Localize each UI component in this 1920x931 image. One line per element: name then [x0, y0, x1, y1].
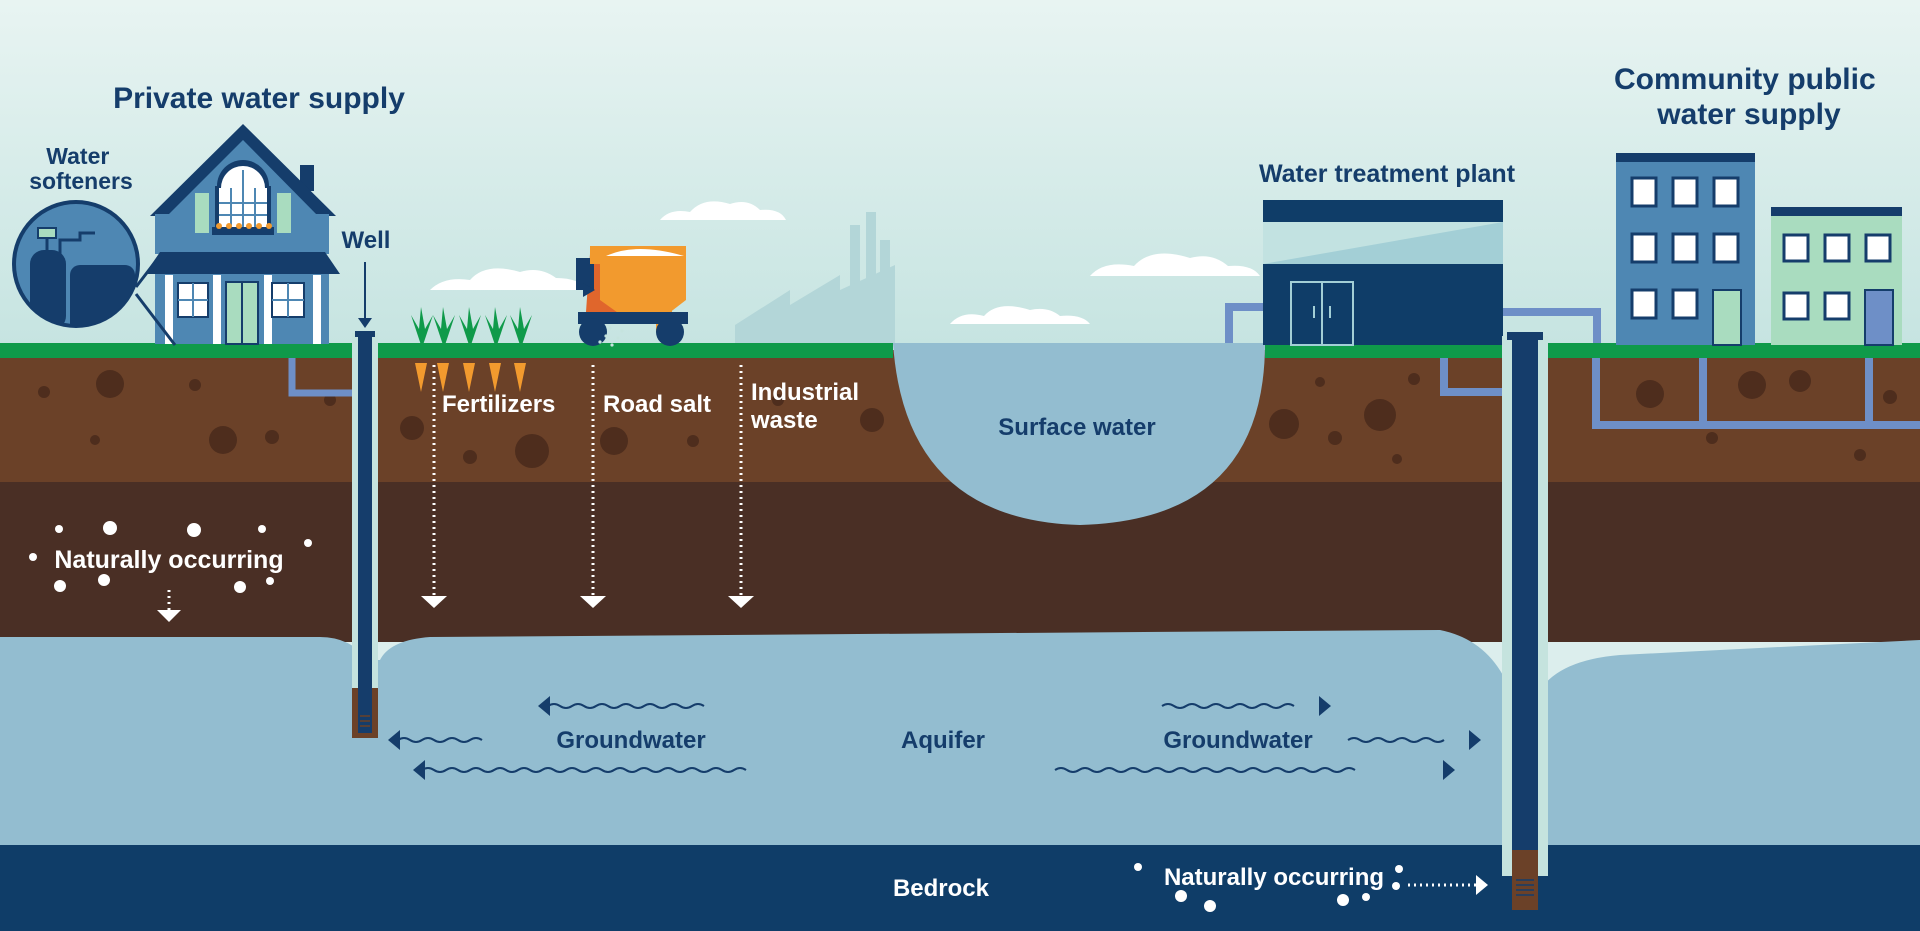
bedrock-label: Bedrock: [893, 875, 990, 902]
aquifer-layer: [0, 630, 1920, 850]
fertilizers-label: Fertilizers: [442, 391, 555, 418]
apartment-building-icon: [1616, 153, 1902, 346]
soil-rocks: [38, 370, 1897, 468]
cloud-icon: [430, 201, 1260, 324]
industrial-waste-label: Industrial waste: [750, 379, 866, 434]
private-supply-label: Private water supply: [113, 82, 405, 115]
groundwater-arrowheads: [388, 696, 1481, 780]
well-icon: [1440, 332, 1548, 910]
distribution-pipes: [1592, 358, 1920, 429]
water-softeners-label: Water softeners: [29, 143, 133, 194]
bedrock-layer: [0, 845, 1920, 931]
road-salt-label: Road salt: [603, 391, 711, 418]
naturally-occurring-left-label: Naturally occurring: [54, 546, 283, 574]
water-softeners-line-1: Water: [46, 143, 109, 169]
mineral-arrowhead-right: [1476, 875, 1488, 895]
surface-water-label: Surface water: [998, 414, 1155, 441]
well-label: Well: [342, 227, 391, 254]
mineral-dots-left: [29, 521, 312, 593]
grass-left: [0, 343, 893, 358]
naturally-occurring-right-label: Naturally occurring: [1164, 864, 1384, 891]
community-supply-line-1: Community public: [1614, 63, 1876, 96]
aquifer-label: Aquifer: [901, 727, 985, 754]
water-softeners-line-2: softeners: [29, 168, 133, 194]
surface-water-lake: [893, 343, 1265, 525]
arrowheads-down: [157, 596, 754, 622]
water-softener-icon: [12, 200, 177, 346]
salt-spreader-truck-icon: [576, 246, 688, 347]
well-icon: [288, 262, 378, 738]
community-supply-label: Community public water supply: [1614, 63, 1884, 131]
contaminant-arrows: [167, 365, 743, 610]
community-supply-line-2: water supply: [1656, 98, 1841, 131]
house-icon: [145, 124, 340, 345]
factory-icon: [735, 212, 895, 345]
industrial-waste-line-1: Industrial: [751, 379, 859, 406]
treatment-plant-icon: [1225, 200, 1601, 346]
treatment-plant-label: Water treatment plant: [1259, 160, 1516, 188]
grass-right: [1265, 343, 1920, 358]
mineral-dots-right: [1134, 863, 1403, 912]
groundwater-flow-arrows: [397, 703, 1445, 773]
industrial-waste-line-2: waste: [750, 407, 818, 434]
groundwater-right-label: Groundwater: [1163, 727, 1312, 754]
carrot-plants-icon: [411, 307, 532, 392]
subsoil-layer: [0, 482, 1920, 642]
groundwater-left-label: Groundwater: [556, 727, 705, 754]
